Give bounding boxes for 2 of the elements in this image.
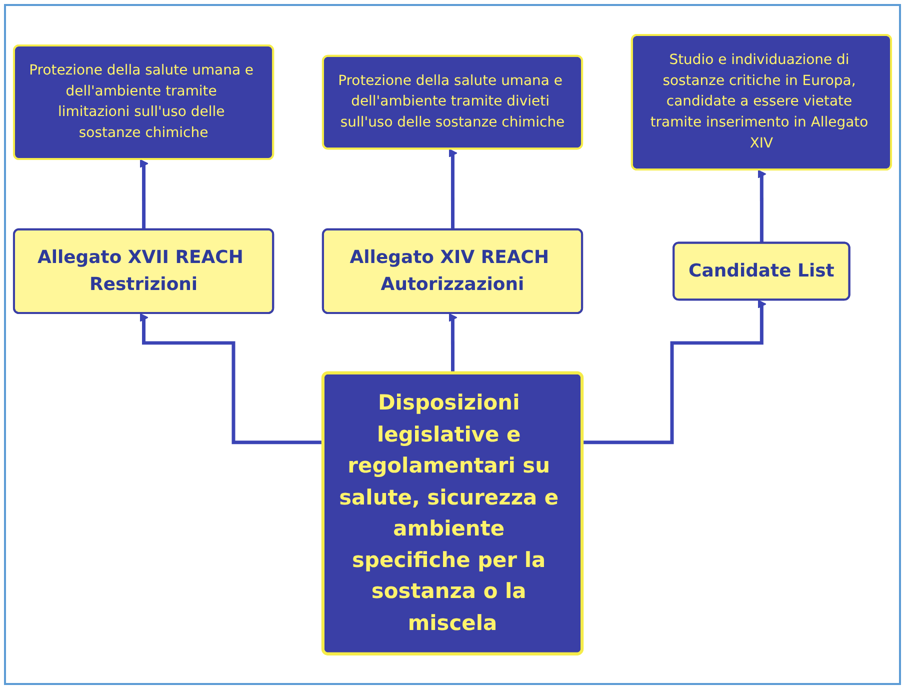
arrow (582, 300, 766, 444)
arrow (140, 313, 324, 444)
